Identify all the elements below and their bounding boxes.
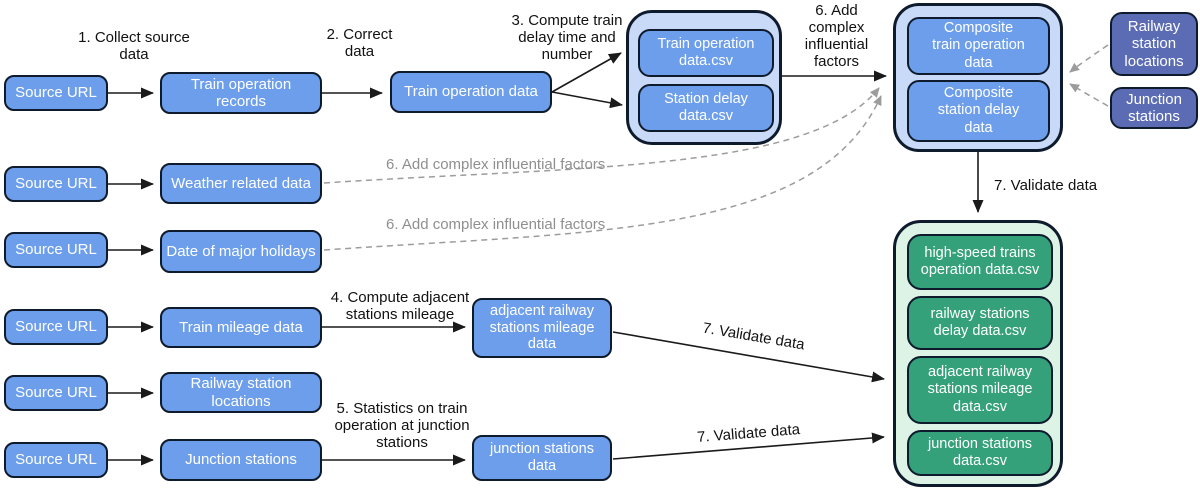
container-intermediate-store: Train operation data.csv Station delay d… xyxy=(626,10,782,145)
node-adjacent-mileage-data: adjacent railway stations mileage data xyxy=(472,298,612,358)
node-junction-stations-data: junction stations data xyxy=(472,435,612,481)
step-label-compute-delay: 3. Compute train delay time and number xyxy=(511,12,623,64)
node-source-url-2: Source URL xyxy=(4,166,108,202)
node-source-url-4: Source URL xyxy=(4,309,108,345)
node-output-file: adjacent railway stations mileage data.c… xyxy=(907,356,1053,424)
node-output-file: high-speed trains operation data.csv xyxy=(907,234,1053,290)
node-railway-station-locations-external: Railway station locations xyxy=(1110,12,1198,76)
container-output-store: high-speed trains operation data.csv rai… xyxy=(893,220,1063,487)
step-label-compute-mileage: 4. Compute adjacent stations mileage xyxy=(330,289,470,324)
node-train-operation-records: Train operation records xyxy=(160,72,322,114)
node-output-file: railway stations delay data.csv xyxy=(907,296,1053,350)
container-composite-store: Composite train operation data Composite… xyxy=(893,3,1063,152)
step-label-add-factors: 6. Add complex influential factors xyxy=(804,2,869,71)
node-source-url-6: Source URL xyxy=(4,442,108,478)
node-composite-train-operation-data: Composite train operation data xyxy=(907,17,1050,75)
node-junction-stations: Junction stations xyxy=(160,439,322,481)
step-label-validate-top: 7. Validate data xyxy=(994,177,1098,194)
step-label-add-factors-holidays: 6. Add complex influential factors xyxy=(386,216,606,233)
step-label-collect: 1. Collect source data xyxy=(78,29,190,64)
node-train-operation-data: Train operation data xyxy=(390,71,552,113)
step-label-add-factors-weather: 6. Add complex influential factors xyxy=(386,156,606,173)
dashed-arrows xyxy=(323,44,1109,251)
node-train-mileage-data: Train mileage data xyxy=(160,307,322,348)
node-date-of-major-holidays: Date of major holidays xyxy=(160,230,322,273)
node-source-url-5: Source URL xyxy=(4,375,108,411)
node-source-url-3: Source URL xyxy=(4,232,108,268)
node-output-file: junction stations data.csv xyxy=(907,430,1053,476)
node-weather-related-data: Weather related data xyxy=(160,163,322,204)
solid-arrows xyxy=(108,52,984,466)
step-label-junction-stats: 5. Statistics on train operation at junc… xyxy=(334,400,470,452)
node-composite-station-delay-data: Composite station delay data xyxy=(907,80,1050,142)
node-source-url-1: Source URL xyxy=(4,75,108,111)
node-station-delay-data-csv: Station delay data.csv xyxy=(638,84,774,132)
step-label-correct: 2. Correct data xyxy=(326,26,393,61)
node-railway-station-locations: Railway station locations xyxy=(160,372,322,413)
node-junction-stations-external: Junction stations xyxy=(1110,87,1198,129)
node-train-operation-data-csv: Train operation data.csv xyxy=(638,29,774,77)
